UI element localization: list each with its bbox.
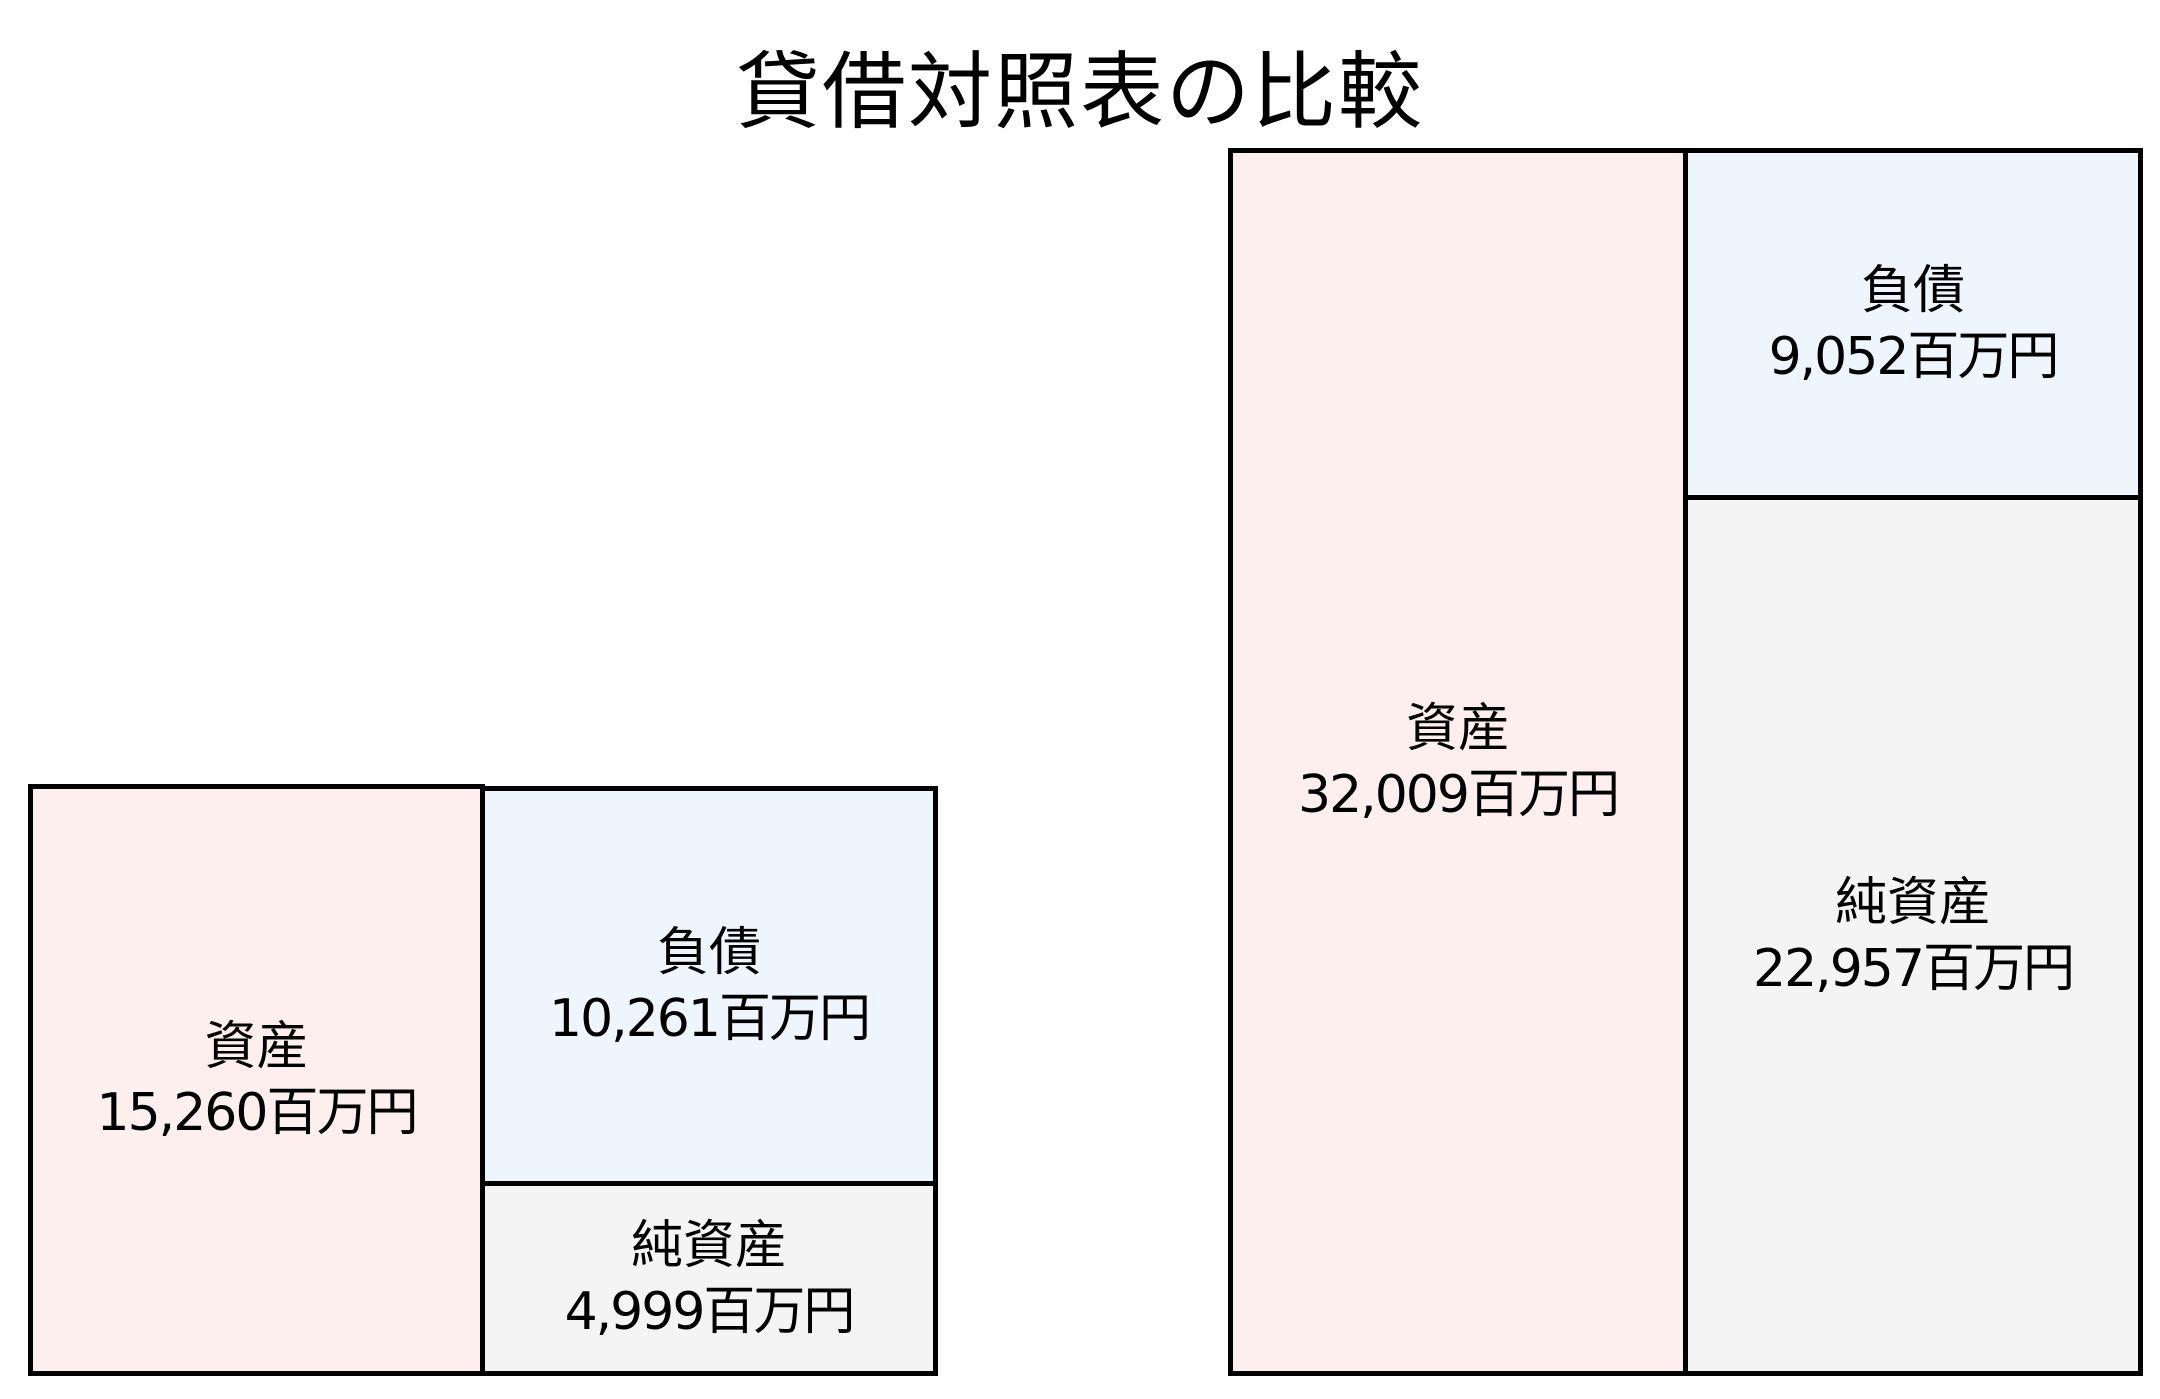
chart-title: 貸借対照表の比較 (735, 43, 1424, 141)
right-assets-amount: 32,009百万円 (1298, 765, 1620, 825)
left-net-assets-amount: 4,999百万円 (564, 1281, 856, 1342)
right-liabilities-block: 負債 9,052百万円 (1683, 148, 2143, 500)
left-liabilities-block: 負債 10,261百万円 (480, 786, 938, 1186)
right-net-assets-label: 純資産 (1834, 872, 1991, 933)
left-liabilities-label: 負債 (656, 923, 761, 983)
left-assets-amount: 15,260百万円 (96, 1083, 419, 1143)
right-assets-block: 資産 32,009百万円 (1228, 148, 1688, 1376)
right-liabilities-label: 負債 (1860, 261, 1965, 321)
left-net-assets-block: 純資産 4,999百万円 (480, 1181, 938, 1376)
left-assets-block: 資産 15,260百万円 (28, 784, 485, 1376)
left-assets-label: 資産 (204, 1017, 309, 1077)
right-net-assets-amount: 22,957百万円 (1753, 938, 2075, 999)
right-assets-label: 資産 (1405, 699, 1510, 759)
right-liabilities-amount: 9,052百万円 (1768, 327, 2060, 387)
left-liabilities-amount: 10,261百万円 (549, 989, 871, 1049)
right-net-assets-block: 純資産 22,957百万円 (1683, 495, 2143, 1376)
left-net-assets-label: 純資産 (630, 1215, 787, 1276)
